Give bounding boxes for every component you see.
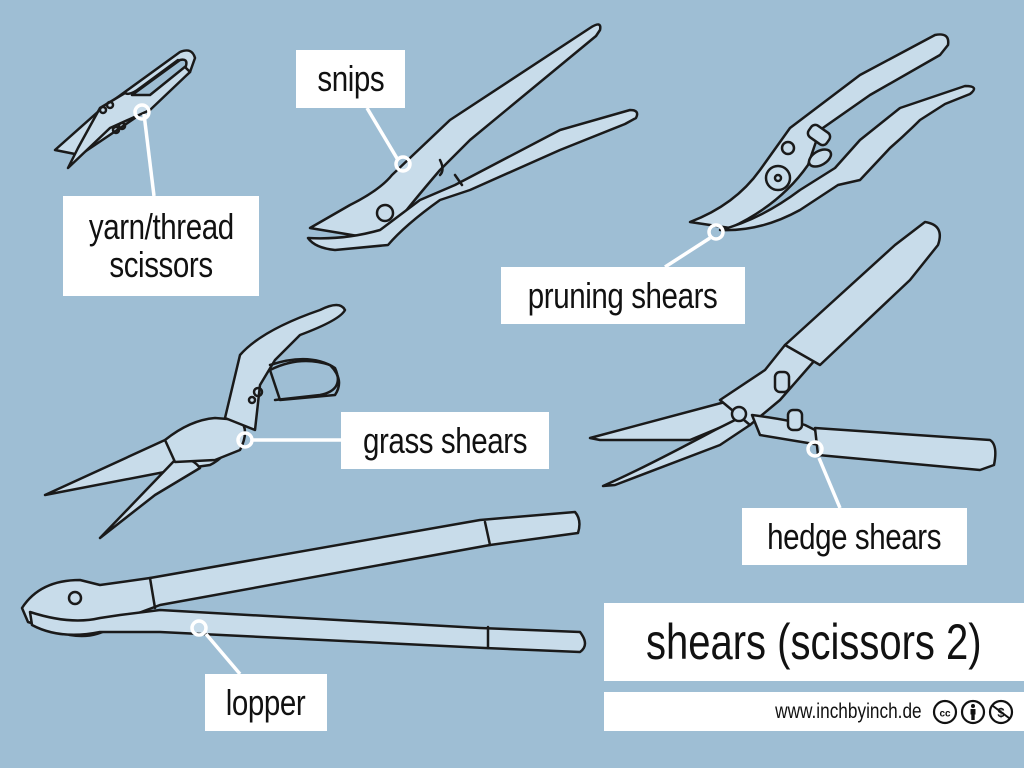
yarn-thread-scissors-drawing xyxy=(53,49,197,170)
callouts xyxy=(133,103,842,676)
label-yarn-thread-scissors: yarn/thread scissors xyxy=(63,196,259,296)
label-text: grass shears xyxy=(362,419,528,461)
snips-drawing xyxy=(306,23,639,252)
pruning-shears-drawing xyxy=(688,33,976,232)
label-pruning-shears: pruning shears xyxy=(501,267,745,324)
label-hedge-shears: hedge shears xyxy=(742,508,967,565)
label-line-2: scissors xyxy=(109,244,213,285)
creative-commons-icon: cc xyxy=(932,699,958,724)
grass-shears-drawing xyxy=(43,303,347,540)
non-commercial-icon: $ xyxy=(988,699,1014,724)
title-text: shears (scissors 2) xyxy=(646,614,982,670)
svg-text:cc: cc xyxy=(939,708,951,719)
license-icons: cc $ xyxy=(932,699,1014,725)
label-lopper: lopper xyxy=(205,674,327,731)
lopper-drawing xyxy=(20,510,587,654)
label-snips: snips xyxy=(296,50,405,108)
footer-credit: www.inchbyinch.de cc $ xyxy=(604,692,1024,731)
attribution-icon xyxy=(960,699,986,724)
website-link[interactable]: www.inchbyinch.de xyxy=(775,699,922,723)
label-text: hedge shears xyxy=(767,515,942,557)
page-title: shears (scissors 2) xyxy=(604,603,1024,681)
hedge-shears-drawing xyxy=(588,220,997,488)
label-line-1: yarn/thread xyxy=(88,206,234,248)
label-grass-shears: grass shears xyxy=(341,412,549,469)
label-text: pruning shears xyxy=(528,274,718,316)
label-text: lopper xyxy=(226,681,306,723)
label-text: snips xyxy=(317,58,384,100)
